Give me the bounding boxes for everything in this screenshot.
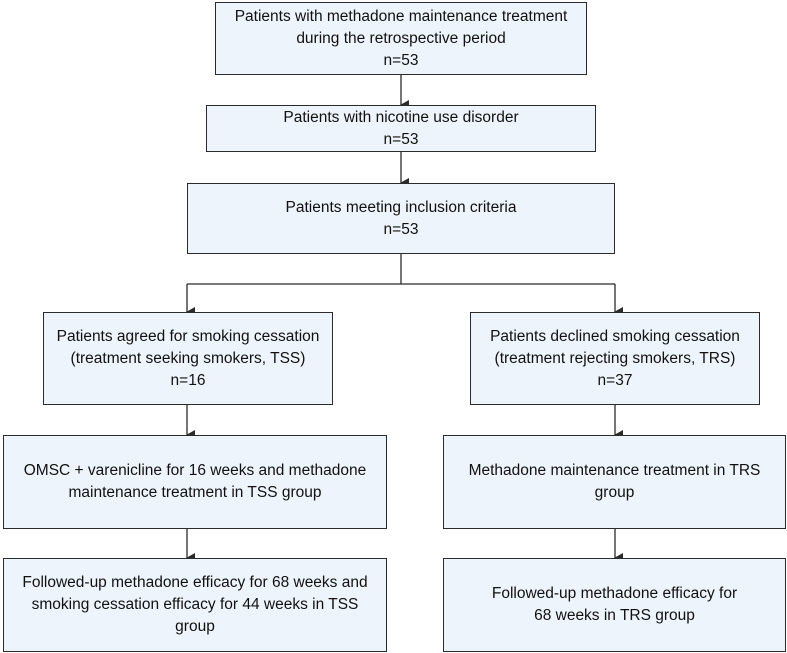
box-tss-treatment: OMSC + varenicline for 16 weeks and meth… (3, 435, 387, 529)
box-trs-group-line-1: Patients declined smoking cessation (490, 327, 740, 345)
box-methadone-patients-line-1: Patients with methadone maintenance trea… (234, 7, 568, 25)
box-trs-group-count: n=37 (597, 371, 633, 389)
box-trs-followup-line-1: Followed-up methadone efficacy for (491, 585, 738, 602)
box-tss-followup-line-3: group (175, 618, 215, 635)
box-nicotine-disorder-label: Patients with nicotine use disorder (283, 108, 519, 126)
box-trs-treatment-line-2: group (594, 484, 635, 501)
box-tss-group-count: n=16 (170, 371, 206, 389)
box-trs-treatment-line-1: Methadone maintenance treatment in TRS (468, 462, 761, 479)
box-methadone-patients-line-2: during the retrospective period (296, 29, 506, 47)
box-nicotine-disorder: Patients with nicotine use disorder n=53 (206, 105, 596, 152)
box-tss-treatment-line-2: maintenance treatment in TSS group (68, 484, 322, 501)
box-inclusion-criteria-count: n=53 (383, 220, 419, 238)
box-methadone-patients: Patients with methadone maintenance trea… (215, 2, 587, 75)
box-trs-followup-line-2: 68 weeks in TRS group (534, 607, 695, 624)
box-tss-followup-line-1: Followed-up methadone efficacy for 68 we… (22, 574, 368, 591)
box-tss-followup-line-2: smoking cessation efficacy for 44 weeks … (31, 596, 359, 613)
box-tss-followup: Followed-up methadone efficacy for 68 we… (3, 558, 387, 652)
box-tss-group-line-1: Patients agreed for smoking cessation (56, 327, 320, 345)
box-tss-group: Patients agreed for smoking cessation (t… (43, 312, 333, 405)
box-trs-group: Patients declined smoking cessation (tre… (470, 312, 760, 405)
box-inclusion-criteria: Patients meeting inclusion criteria n=53 (187, 183, 615, 254)
box-trs-group-line-2: (treatment rejecting smokers, TRS) (494, 349, 736, 367)
box-tss-group-line-2: (treatment seeking smokers, TSS) (70, 349, 306, 367)
box-methadone-patients-count: n=53 (383, 51, 419, 69)
box-trs-treatment: Methadone maintenance treatment in TRS g… (443, 435, 786, 529)
box-nicotine-disorder-count: n=53 (383, 130, 419, 148)
box-inclusion-criteria-label: Patients meeting inclusion criteria (285, 198, 517, 216)
box-tss-treatment-line-1: OMSC + varenicline for 16 weeks and meth… (23, 462, 367, 479)
box-trs-followup: Followed-up methadone efficacy for 68 we… (443, 558, 786, 652)
